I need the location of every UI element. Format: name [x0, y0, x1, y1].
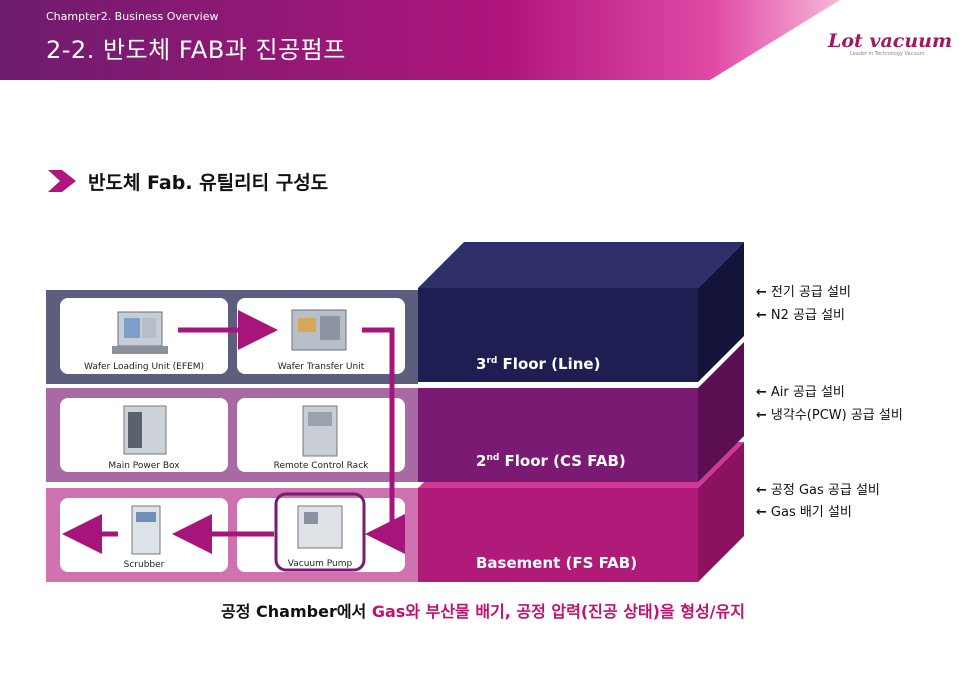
logo-tagline: Leader in Technology Vacuum [850, 51, 925, 57]
efem-label: Wafer Loading Unit (EFEM) [84, 362, 204, 372]
floor-2-block [418, 342, 744, 482]
utility-item: ←Air 공급 설비 [756, 385, 845, 400]
floor2-label: 2nd Floor (CS FAB) [476, 452, 626, 470]
vacuum-pump-label: Vacuum Pump [288, 559, 353, 569]
floor3-label: 3rd Floor (Line) [476, 355, 600, 373]
section-chevron-icon [48, 170, 76, 192]
floor-3-block [418, 242, 744, 382]
card-remote-rack: Remote Control Rack [237, 398, 405, 472]
utility-item: ←N2 공급 설비 [756, 308, 846, 323]
arrow-transfer-to-pump [362, 327, 405, 554]
chapter-label: Champter2. Business Overview [46, 10, 219, 23]
header-banner: Champter2. Business Overview 2-2. 반도체 FA… [0, 0, 966, 80]
company-logo: Lot vacuum Leader in Technology Vacuum [828, 30, 952, 60]
scrubber-label: Scrubber [124, 560, 165, 570]
card-vacuum-pump: Vacuum Pump [237, 492, 405, 572]
card-transfer: Wafer Transfer Unit [237, 298, 405, 374]
page-title: 2-2. 반도체 FAB과 진공펌프 [46, 36, 346, 64]
section-title: 반도체 Fab. 유틸리티 구성도 [88, 172, 329, 194]
utility-item: ←Gas 배기 설비 [756, 505, 852, 520]
utility-item: ←냉각수(PCW) 공급 설비 [756, 408, 903, 423]
basement-label: Basement (FS FAB) [476, 554, 637, 572]
card-efem: Wafer Loading Unit (EFEM) [60, 298, 228, 374]
utility-item: ←공정 Gas 공급 설비 [756, 483, 880, 498]
power-box-label: Main Power Box [108, 461, 180, 471]
utility-item: ←전기 공급 설비 [756, 285, 851, 300]
diagram-caption: 공정 Chamber에서 Gas와 부산물 배기, 공정 압력(진공 상태)을 … [221, 602, 745, 621]
remote-rack-label: Remote Control Rack [274, 461, 369, 471]
transfer-label: Wafer Transfer Unit [278, 362, 365, 372]
header-background [0, 0, 840, 80]
card-power-box: Main Power Box [60, 398, 228, 472]
logo-text: Lot vacuum [828, 30, 953, 52]
